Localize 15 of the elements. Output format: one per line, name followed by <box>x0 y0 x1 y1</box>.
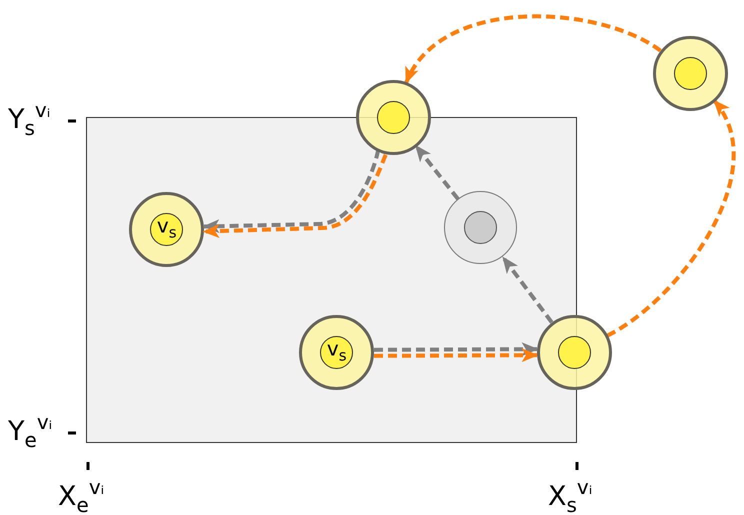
node-circle <box>299 315 374 390</box>
node-circle <box>652 36 728 110</box>
node-label: v$_{s}$ <box>156 215 177 240</box>
dashed-arrow <box>374 342 538 356</box>
inactive-node-circle <box>443 190 518 266</box>
dashed-arrow <box>404 14 662 84</box>
dashed-arrow <box>414 144 460 200</box>
dashed-arrow <box>502 256 554 324</box>
region-rectangle <box>86 117 577 443</box>
node-circle <box>536 314 612 390</box>
node-circle <box>129 192 204 268</box>
dashed-arrow <box>606 100 736 338</box>
node-circle <box>356 80 430 154</box>
node-label: v$_{s}$ <box>326 338 347 364</box>
dashed-arrow <box>374 348 538 362</box>
